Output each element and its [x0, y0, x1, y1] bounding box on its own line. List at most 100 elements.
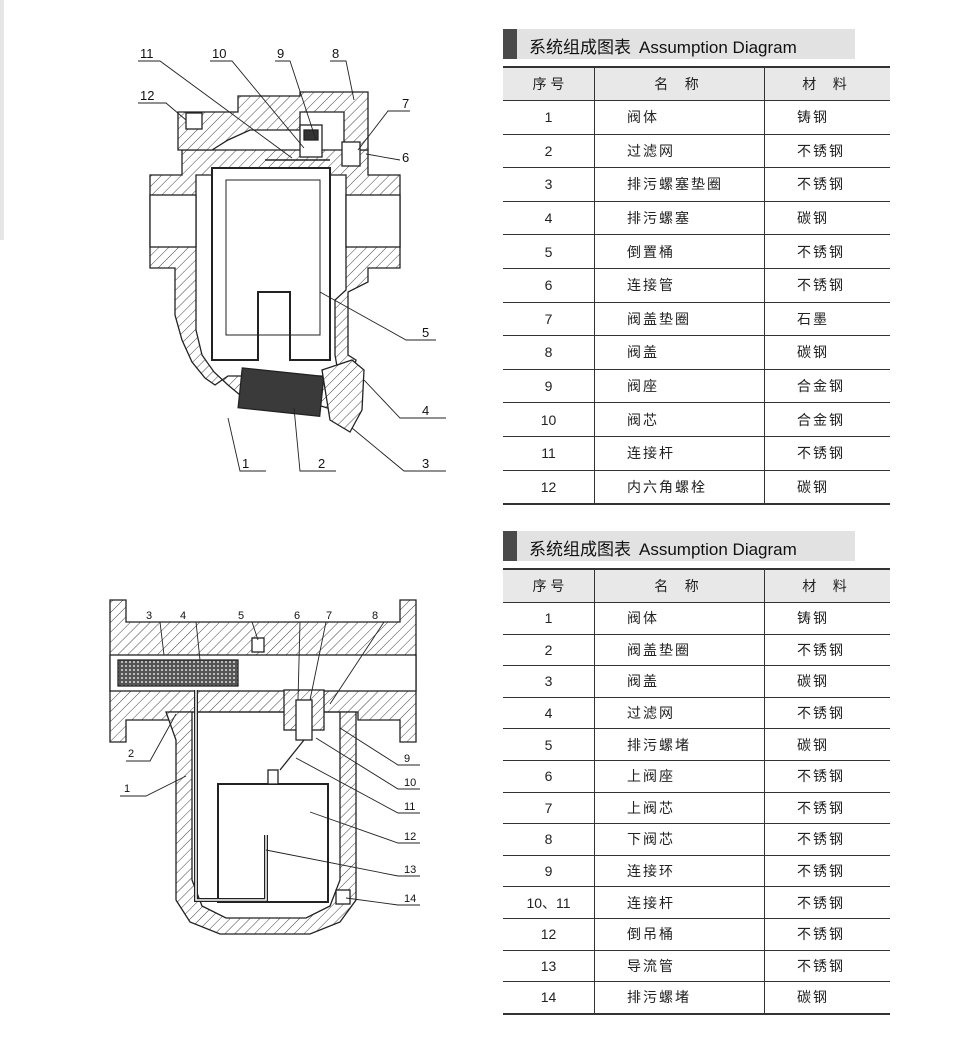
cell-material: 石墨: [764, 302, 890, 337]
cell-name: 连接环: [594, 855, 765, 888]
cell-name: 阀体: [594, 602, 765, 635]
cell-seq: 7: [503, 302, 595, 337]
top-callout-7: 7: [402, 96, 409, 111]
cell-seq: 6: [503, 268, 595, 303]
bottom-callout-9: 9: [404, 753, 410, 765]
top-inlet-bore: [149, 194, 197, 248]
cell-name: 倒置桶: [594, 234, 765, 269]
cell-material: 不锈钢: [764, 918, 890, 951]
cell-name: 上阀芯: [594, 792, 765, 825]
header-name: 名 称: [594, 568, 765, 603]
cell-seq: 8: [503, 335, 595, 370]
cell-name: 内六角螺栓: [594, 470, 765, 506]
bottom-callout-8: 8: [372, 610, 378, 622]
table-1-title-en: Assumption Diagram: [639, 38, 797, 57]
top-trap-drawing: [149, 91, 401, 433]
top-callout-5: 5: [422, 325, 429, 340]
cell-name: 上阀座: [594, 760, 765, 793]
bottom-callout-2: 2: [128, 748, 134, 760]
cell-name: 导流管: [594, 950, 765, 983]
top-callout-3: 3: [422, 456, 429, 471]
cell-material: 不锈钢: [764, 697, 890, 730]
cell-name: 阀盖: [594, 665, 765, 698]
header-seq: 序 号: [503, 568, 595, 603]
bottom-inverted-bucket: [217, 783, 329, 903]
table-2-title-cn: 系统组成图表: [529, 540, 631, 560]
top-callout-8: 8: [332, 46, 339, 61]
bottom-callout-labels: 3 4 5 6 7 8 2 1 9 10 11 12 13 14: [124, 610, 416, 905]
cell-seq: 9: [503, 369, 595, 404]
cell-material: 不锈钢: [764, 268, 890, 303]
cell-material: 不锈钢: [764, 855, 890, 888]
title-accent-bar: [503, 531, 517, 561]
cell-material: 合金钢: [764, 369, 890, 404]
top-callout-9: 9: [277, 46, 284, 61]
cell-name: 下阀芯: [594, 823, 765, 856]
cell-material: 不锈钢: [764, 634, 890, 667]
cell-name: 过滤网: [594, 134, 765, 169]
cell-seq: 11: [503, 436, 595, 471]
cell-material: 碳钢: [764, 728, 890, 761]
cell-name: 排污螺堵: [594, 728, 765, 761]
bottom-callout-6: 6: [294, 610, 300, 622]
top-callout-12: 12: [140, 88, 154, 103]
cell-name: 阀盖垫圈: [594, 302, 765, 337]
cell-material: 不锈钢: [764, 436, 890, 471]
page-edge-strip: [0, 0, 4, 240]
cell-material: 合金钢: [764, 402, 890, 437]
cell-seq: 3: [503, 665, 595, 698]
table-1-header-row: 序 号 名 称 材 料: [503, 66, 890, 101]
cell-seq: 5: [503, 728, 595, 761]
top-inverted-bucket: [211, 167, 331, 361]
top-callout-4: 4: [422, 403, 429, 418]
cell-material: 不锈钢: [764, 234, 890, 269]
top-strainer: [237, 367, 325, 417]
cell-seq: 9: [503, 855, 595, 888]
bottom-strainer: [117, 659, 239, 687]
title-accent-bar: [503, 29, 517, 59]
cell-material: 不锈钢: [764, 886, 890, 919]
cell-seq: 5: [503, 234, 595, 269]
top-callout-1: 1: [242, 456, 249, 471]
cell-seq: 12: [503, 918, 595, 951]
cell-seq: 1: [503, 602, 595, 635]
top-cover: [177, 91, 369, 151]
cell-material: 不锈钢: [764, 760, 890, 793]
cell-material: 碳钢: [764, 201, 890, 236]
table-1-title-cn: 系统组成图表: [529, 38, 631, 58]
cell-seq: 4: [503, 201, 595, 236]
cell-name: 阀座: [594, 369, 765, 404]
top-callout-6: 6: [402, 150, 409, 165]
technical-drawings: 11 10 9 8 12 7 6 5 4 3 2 1: [109, 46, 446, 935]
bottom-callout-7: 7: [326, 610, 332, 622]
top-drain-plug: [321, 359, 365, 433]
top-bolt: [185, 112, 203, 130]
bottom-callout-1: 1: [124, 783, 130, 795]
top-leader-lines: [138, 60, 446, 472]
cell-seq: 12: [503, 470, 595, 506]
cell-name: 排污螺塞: [594, 201, 765, 236]
top-outlet-bore: [345, 194, 401, 248]
table-1-title-bar: 系统组成图表 Assumption Diagram: [503, 29, 855, 59]
bottom-callout-11: 11: [404, 801, 415, 813]
cell-seq: 7: [503, 792, 595, 825]
